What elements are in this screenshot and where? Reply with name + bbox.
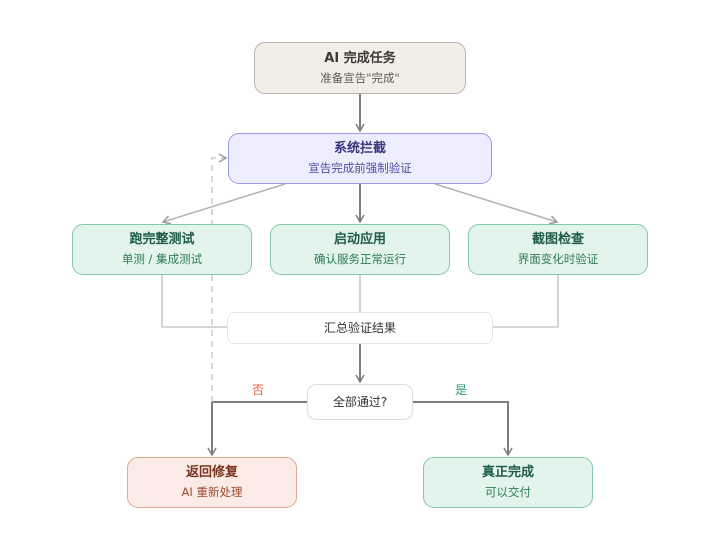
node-launch-app: 启动应用 确认服务正常运行 <box>270 224 450 275</box>
node-subtitle: 单测 / 集成测试 <box>121 252 203 266</box>
edge-label-no: 否 <box>252 383 265 397</box>
edge-intercept-test <box>161 183 286 225</box>
node-title: 真正完成 <box>481 465 534 480</box>
node-all-passed-decision: 全部通过? <box>307 384 413 420</box>
edge-decision-done <box>413 401 513 457</box>
node-subtitle: 确认服务正常运行 <box>314 252 406 266</box>
node-return-fix: 返回修复 AI 重新处理 <box>127 457 297 508</box>
node-system-intercept: 系统拦截 宣告完成前强制验证 <box>228 133 492 184</box>
node-truly-done: 真正完成 可以交付 <box>423 457 593 508</box>
node-title: 启动应用 <box>333 232 386 247</box>
node-subtitle: 界面变化时验证 <box>517 252 599 266</box>
edge-label-yes: 是 <box>455 383 468 397</box>
node-subtitle: AI 重新处理 <box>181 485 243 499</box>
node-subtitle: 可以交付 <box>485 485 531 499</box>
node-screenshot-check: 截图检查 界面变化时验证 <box>468 224 648 275</box>
edge-fix-loop-back <box>211 153 228 402</box>
node-ai-complete-task: AI 完成任务 准备宣告"完成" <box>254 42 466 94</box>
node-label: 汇总验证结果 <box>323 320 396 335</box>
node-title: AI 完成任务 <box>324 50 396 66</box>
node-label: 全部通过? <box>332 394 388 409</box>
edge-decision-fix <box>207 401 307 457</box>
node-title: 截图检查 <box>531 232 584 247</box>
node-title: 返回修复 <box>185 465 238 480</box>
node-title: 系统拦截 <box>333 141 386 156</box>
node-subtitle: 准备宣告"完成" <box>320 70 400 85</box>
node-summary-results: 汇总验证结果 <box>227 312 493 344</box>
node-run-tests: 跑完整测试 单测 / 集成测试 <box>72 224 252 275</box>
edge-intercept-screenshot <box>434 183 559 225</box>
node-title: 跑完整测试 <box>129 232 195 247</box>
node-subtitle: 宣告完成前强制验证 <box>308 161 412 175</box>
